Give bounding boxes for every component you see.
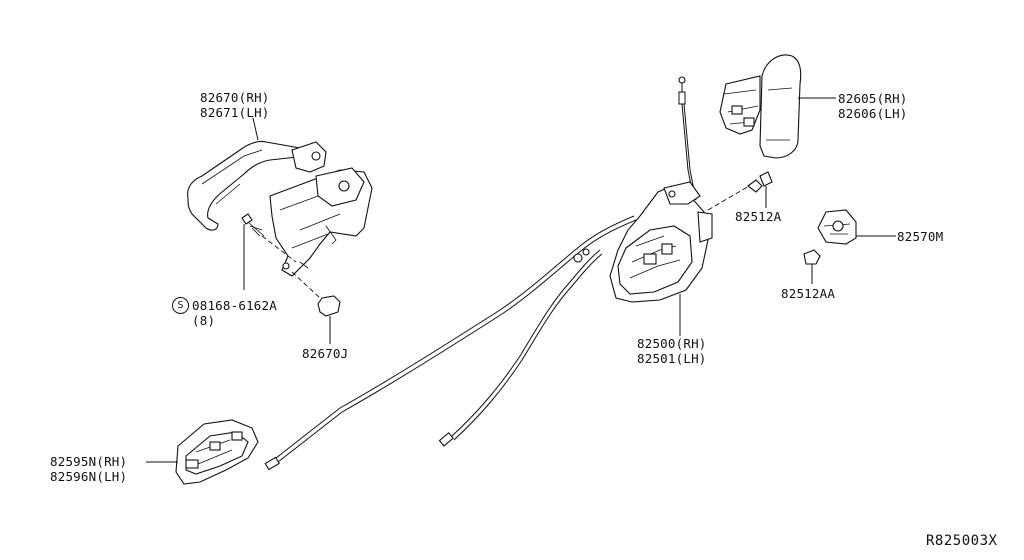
striker-part (817, 209, 896, 245)
screw-label-number: 08168-6162A (192, 298, 277, 313)
bolt-aa-label-text: 82512AA (781, 286, 836, 301)
lock-actuator-label-lh: 82501(LH) (637, 351, 707, 366)
latch-handle-label: 82595N(RH) 82596N(LH) (50, 454, 127, 484)
bolt-a-label: 82512A (735, 209, 781, 224)
latch-handle-label-rh: 82595N(RH) (50, 454, 128, 469)
latch-handle-part (146, 419, 259, 485)
striker-label-text: 82570M (897, 229, 944, 244)
clip-label: 82670J (302, 346, 348, 361)
striker-label: 82570M (897, 229, 943, 244)
inside-handle-label-lh: 82671(LH) (200, 105, 270, 120)
outside-handle-label: 82605(RH) 82606(LH) (838, 91, 908, 121)
screw-label: 08168-6162A (8) (192, 298, 277, 328)
screw-symbol-s: S (172, 297, 189, 314)
inside-handle-leader (252, 117, 259, 141)
reference-code: R825003X (926, 533, 998, 549)
lock-actuator-label: 82500(RH) 82501(LH) (637, 336, 707, 366)
outside-handle-label-rh: 82605(RH) (838, 91, 908, 106)
inside-handle-label: 82670(RH) 82671(LH) (200, 90, 270, 120)
outside-handle-label-lh: 82606(LH) (838, 106, 908, 121)
bolt-a-label-text: 82512A (735, 209, 782, 224)
outside-handle-part (719, 54, 836, 159)
bolt-aa-label: 82512AA (781, 286, 835, 301)
screw-label-qty: (8) (192, 313, 216, 328)
lock-actuator-label-rh: 82500(RH) (637, 336, 707, 351)
inside-handle-part (187, 140, 373, 344)
lock-actuator-part (264, 76, 757, 471)
inside-handle-label-rh: 82670(RH) (200, 90, 270, 105)
bolt-aa-part (803, 249, 821, 284)
clip-label-text: 82670J (302, 346, 349, 361)
latch-handle-label-lh: 82596N(LH) (50, 469, 128, 484)
bolt-a-part (747, 171, 773, 208)
